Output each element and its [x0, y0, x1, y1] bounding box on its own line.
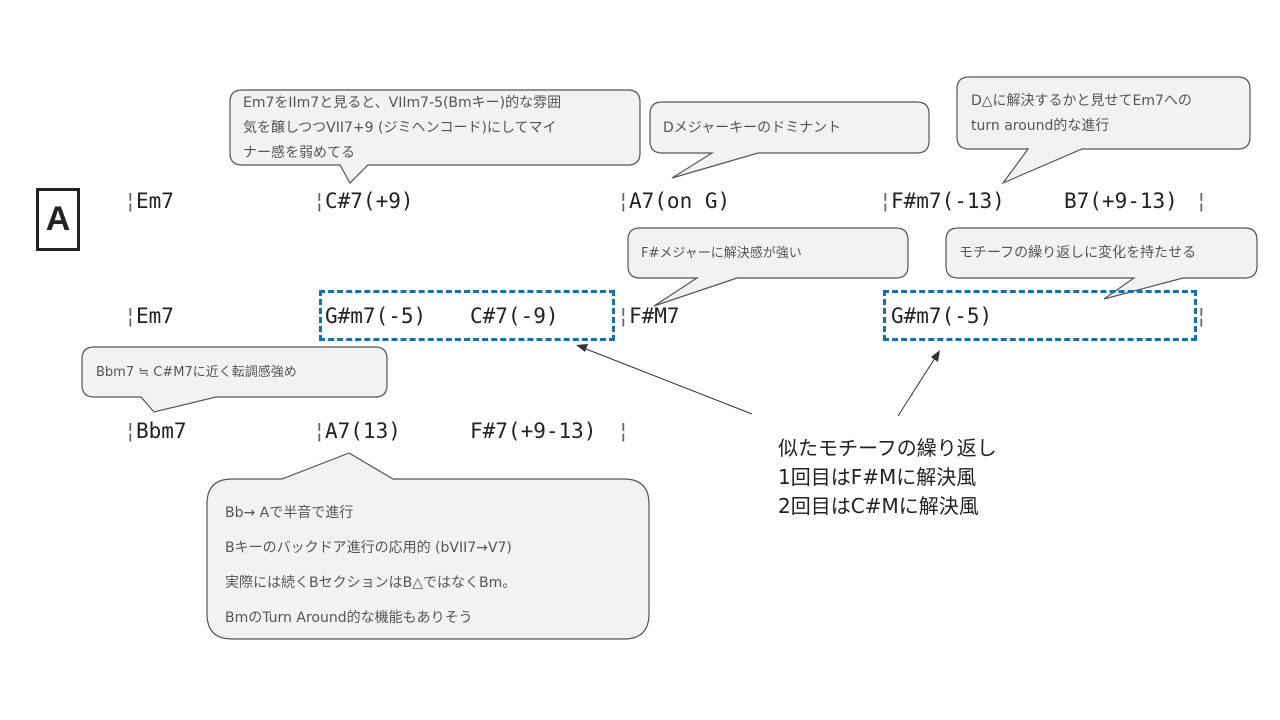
chord: A7(on G): [629, 189, 731, 213]
callout-bubble-bbm7: [81, 346, 388, 413]
callout-line: Em7をIIm7と見ると、VIIm7-5(Bmキー)的な雰囲: [243, 95, 562, 111]
callout-bubble-bottom: [206, 452, 650, 640]
arrow-line-2: [897, 357, 936, 417]
callout-line: ナー感を弱めてる: [243, 145, 355, 161]
chord: C#7(-9): [470, 304, 559, 328]
callout-bubble-d-triangle: [956, 76, 1251, 185]
callout-line: Bb→ Aで半音で進行: [225, 505, 354, 521]
callout-line: D△に解決するかと見せてEm7への: [971, 93, 1192, 109]
barline: ¦: [1195, 189, 1208, 213]
callout-line: BmのTurn Around的な機能もありそう: [225, 610, 473, 626]
callout-bbm7-text: Bbm7 ≒ C#M7に近く転調感強め: [96, 365, 297, 380]
callout-line: 気を醸しつつVII7+9 (ジミヘンコード)にしてマイ: [243, 120, 557, 136]
barline: ¦: [313, 419, 326, 443]
note-line: 似たモチーフの繰り返し: [778, 436, 997, 460]
callout-line: turn around的な進行: [971, 118, 1110, 134]
arrowhead-1: [576, 344, 588, 352]
chord: Bbm7: [136, 419, 187, 443]
motif-highlight-box-2: [883, 290, 1197, 341]
arrowhead-2: [931, 350, 940, 362]
barline: ¦: [313, 189, 326, 213]
chord: F#m7(-13): [891, 189, 1005, 213]
chord: G#m7(-5): [891, 304, 993, 328]
barline: ¦: [617, 189, 630, 213]
callout-d-dominant-text: Dメジャーキーのドミナント: [663, 120, 842, 136]
chord: A7(13): [325, 419, 401, 443]
note-line: 2回目はC#Mに解決風: [778, 494, 979, 518]
section-label: A: [45, 200, 71, 238]
section-label-box: A: [36, 188, 80, 251]
chord: B7(+9-13): [1064, 189, 1178, 213]
callout-bubble-em7: [229, 89, 641, 184]
chord: G#m7(-5): [325, 304, 427, 328]
chord: C#7(+9): [325, 189, 414, 213]
callout-em7-text: Em7をIIm7と見ると、VIIm7-5(Bmキー)的な雰囲 気を醸しつつVII…: [243, 91, 635, 166]
callout-line: 実際には続くBセクションはB△ではなくBm。: [225, 575, 517, 591]
chord: F#M7: [629, 304, 680, 328]
barline: ¦: [124, 419, 137, 443]
barline: ¦: [124, 189, 137, 213]
arrow-line-1: [585, 348, 753, 415]
chord: Em7: [136, 304, 174, 328]
barline: ¦: [1195, 304, 1208, 328]
callout-bubble-fsharp: [627, 227, 909, 307]
barline: ¦: [617, 304, 630, 328]
barline: ¦: [617, 419, 630, 443]
motif-highlight-box-1: [319, 290, 615, 341]
barline: ¦: [879, 189, 892, 213]
callout-motif-text: モチーフの繰り返しに変化を持たせる: [959, 245, 1197, 261]
note-line: 1回目はF#Mに解決風: [778, 465, 977, 489]
callout-d-triangle-text: D△に解決するかと見せてEm7への turn around的な進行: [971, 89, 1246, 139]
callout-bubble-d-dominant: [649, 101, 930, 179]
motif-note: 似たモチーフの繰り返し 1回目はF#Mに解決風 2回目はC#Mに解決風: [778, 434, 997, 521]
callout-bottom-text: Bb→ Aで半音で進行 Bキーのバックドア進行の応用的 (bVII7→V7) 実…: [225, 496, 516, 636]
callout-line: Bキーのバックドア進行の応用的 (bVII7→V7): [225, 540, 512, 556]
callout-fsharp-text: F#メジャーに解決感が強い: [641, 246, 802, 261]
chord: F#7(+9-13): [470, 419, 597, 443]
chord: Em7: [136, 189, 174, 213]
callout-bubble-motif: [945, 227, 1258, 300]
barline: ¦: [124, 304, 137, 328]
